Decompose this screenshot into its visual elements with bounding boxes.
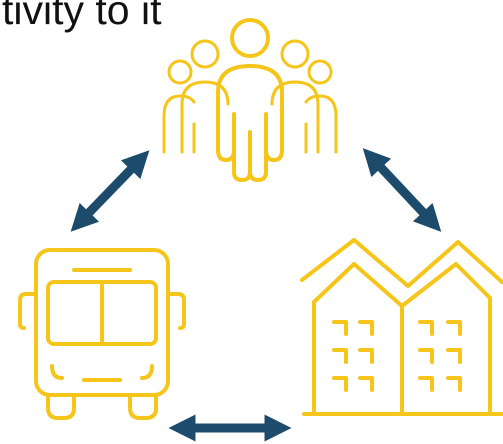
people-group-icon xyxy=(162,18,338,182)
bus-icon xyxy=(18,248,186,420)
arrow-people-transit xyxy=(70,150,150,232)
heading-text: tivity to it xyxy=(2,0,162,33)
arrow-people-housing xyxy=(362,148,442,232)
apartment-buildings-icon xyxy=(300,238,503,416)
